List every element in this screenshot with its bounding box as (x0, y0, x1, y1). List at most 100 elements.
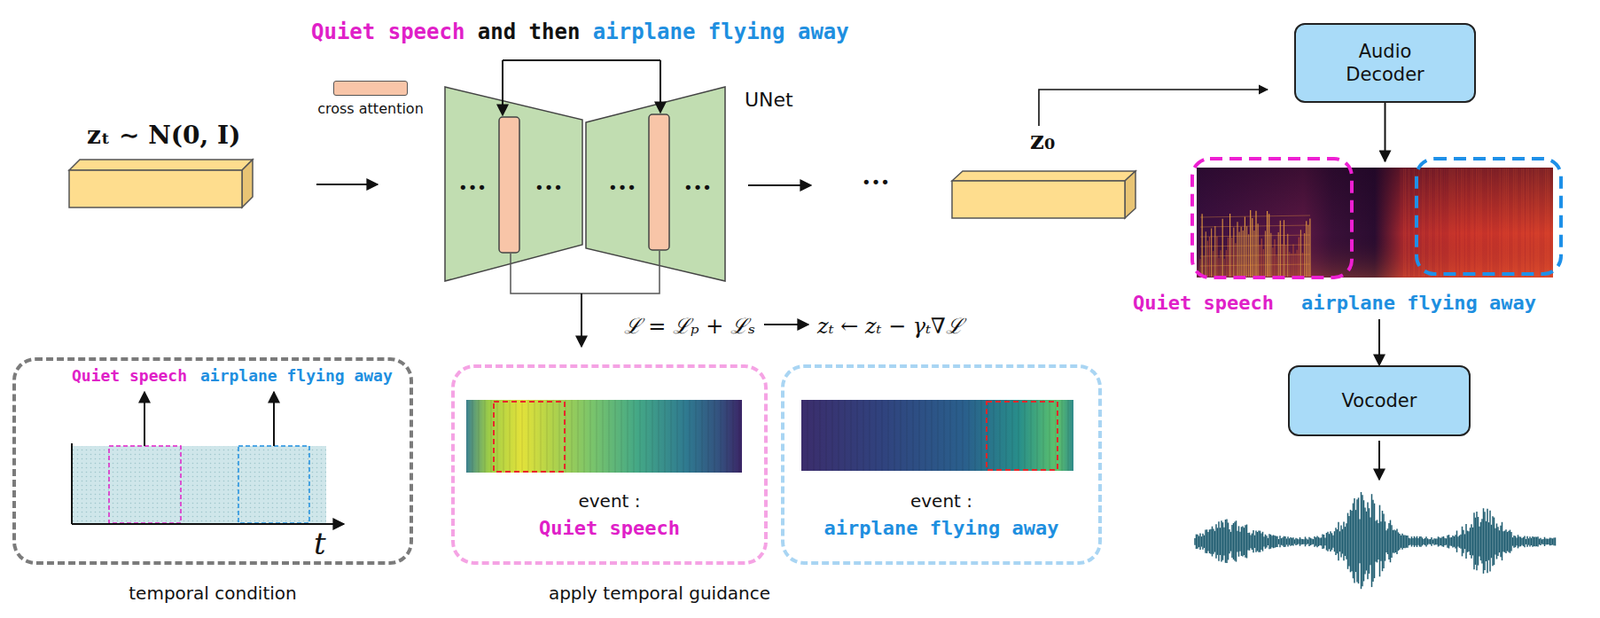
texture-stroke (1289, 537, 1292, 547)
texture-stroke (1420, 536, 1422, 547)
texture-stroke (1406, 535, 1409, 548)
texture-stroke (1387, 528, 1390, 555)
texture-stroke (1512, 537, 1515, 547)
texture-stroke (1259, 244, 1261, 277)
texture-stroke (1276, 536, 1279, 547)
texture-stroke (1522, 537, 1525, 547)
texture-stroke (1285, 244, 1287, 277)
texture-stroke (1501, 168, 1503, 277)
texture-stroke (1547, 538, 1550, 545)
texture-stroke (1470, 523, 1473, 559)
texture-stroke (1482, 168, 1484, 277)
texture-stroke (1342, 522, 1345, 562)
texture-stroke (1481, 518, 1483, 563)
panel-caption: temporal condition (128, 582, 297, 604)
texture-stroke (1219, 527, 1222, 555)
texture-stroke (1200, 254, 1311, 257)
texture-stroke (1485, 521, 1488, 562)
texture-stroke (1414, 538, 1417, 547)
texture-stroke (1220, 520, 1223, 562)
texture-stroke (1518, 536, 1521, 547)
texture-stroke (1545, 538, 1547, 545)
texture-stroke (1449, 168, 1451, 277)
texture-stroke (1231, 524, 1234, 558)
texture-stroke (1502, 530, 1505, 552)
texture-stroke (1443, 538, 1446, 546)
texture-stroke (1240, 226, 1242, 277)
texture-stroke (1340, 525, 1343, 558)
texture-stroke (1429, 538, 1432, 545)
ellipsis: ••• (683, 178, 712, 197)
texture-stroke (1454, 534, 1457, 548)
texture-stroke (1521, 168, 1522, 277)
texture-stroke (1209, 236, 1210, 277)
texture-stroke (1464, 168, 1466, 277)
texture-stroke (1200, 264, 1311, 266)
texture-stroke (1225, 519, 1227, 563)
texture-stroke (1280, 220, 1281, 277)
attention-heatmap (801, 399, 1074, 471)
prompt-text: and then (477, 19, 581, 45)
texture-stroke (1531, 536, 1534, 547)
texture-stroke (1459, 168, 1460, 277)
texture-stroke (1440, 538, 1443, 546)
texture-stroke (1465, 523, 1468, 559)
texture-stroke (1456, 530, 1459, 552)
texture-stroke (1310, 538, 1312, 546)
texture-stroke (1217, 257, 1219, 277)
texture-stroke (1510, 531, 1513, 552)
texture-stroke (1485, 168, 1487, 277)
texture-stroke (1323, 534, 1326, 549)
section-caption: apply temporal guidance (548, 582, 771, 604)
texture-stroke (1449, 537, 1452, 546)
legend-text: cross attention (317, 100, 424, 118)
texture-stroke (1291, 538, 1294, 546)
texture-stroke (1224, 258, 1226, 277)
texture-stroke (1484, 168, 1486, 277)
texture-stroke (1272, 534, 1275, 548)
texture-stroke (1353, 498, 1356, 584)
texture-stroke (1287, 536, 1289, 547)
texture-stroke (1233, 522, 1235, 560)
region-label: Quiet speech (1132, 291, 1274, 314)
event-panel: event :airplane flying away (780, 364, 1102, 565)
texture-stroke (1200, 244, 1311, 247)
texture-stroke (1477, 516, 1480, 566)
texture-stroke (1376, 519, 1379, 562)
texture-stroke (1522, 168, 1524, 277)
texture-stroke (1254, 535, 1257, 548)
texture-stroke (1529, 168, 1531, 277)
texture-stroke (1294, 538, 1296, 544)
texture-stroke (1475, 511, 1478, 570)
region-label: airplane flying away (1301, 291, 1537, 314)
texture-stroke (1404, 168, 1406, 277)
texture-stroke (1230, 531, 1233, 552)
texture-stroke (1403, 535, 1405, 549)
texture-stroke (1396, 528, 1398, 555)
texture-stroke (1445, 168, 1447, 277)
texture-stroke (1222, 522, 1225, 561)
texture-stroke (1260, 532, 1263, 550)
texture-stroke (1319, 538, 1321, 546)
prompt-text: airplane flying away (593, 19, 850, 45)
texture-stroke (1519, 168, 1521, 277)
texture-stroke (1251, 218, 1253, 277)
texture-stroke (1347, 513, 1350, 570)
texture-stroke (1264, 534, 1267, 549)
texture-stroke (1318, 537, 1320, 547)
flow-arrow (316, 183, 378, 186)
texture-stroke (1474, 168, 1476, 277)
texture-stroke (1374, 520, 1377, 562)
texture-stroke (1266, 210, 1268, 277)
texture-stroke (1281, 537, 1284, 546)
texture-stroke (1436, 168, 1438, 277)
texture-stroke (1358, 518, 1361, 563)
texture-stroke (1244, 216, 1246, 277)
module-name: UNet (744, 88, 794, 111)
texture-stroke (1472, 168, 1474, 277)
spectrogram (1196, 167, 1554, 278)
texture-stroke (1206, 529, 1209, 554)
texture-stroke (1238, 525, 1241, 556)
texture-stroke (1198, 536, 1201, 548)
event-name: Quiet speech (71, 366, 188, 385)
